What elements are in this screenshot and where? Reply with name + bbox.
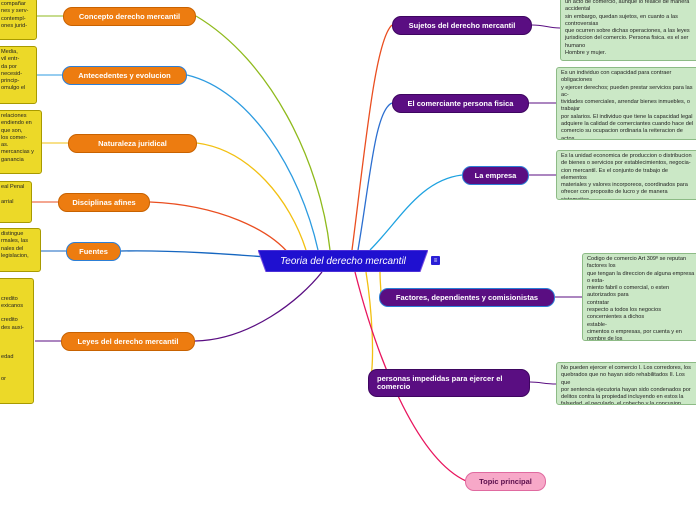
central-topic-label: Teoria del derecho mercantil — [280, 255, 406, 267]
topic-personas-impedidas[interactable]: personas impedidas para ejercer el comer… — [368, 369, 530, 397]
connector-antecedentes — [186, 74, 319, 251]
topic-antecedentes-y-evolucion[interactable]: Antecedentes y evolucion — [62, 66, 187, 85]
central-topic-shape — [258, 250, 428, 272]
note-disciplinas[interactable]: eal Penal arrial — [0, 181, 32, 223]
note-fuentes[interactable]: distingue rmales, las nales del legislac… — [0, 228, 41, 272]
note-leyes[interactable]: credito exicanos credito des auxi- edad … — [0, 278, 34, 404]
connector-leyes — [194, 271, 323, 342]
topic-leyes-del-derecho-mercantil[interactable]: Leyes del derecho mercantil — [61, 332, 195, 351]
topic-la-empresa[interactable]: La empresa — [462, 166, 529, 185]
connector-comerciante — [357, 102, 393, 251]
connector-empresa — [369, 174, 463, 251]
connector-topic-principal — [354, 271, 467, 482]
topic-sujetos-del-derecho-mercantil[interactable]: Sujetos del derecho mercantil — [392, 16, 532, 35]
note-impedidas[interactable]: No pueden ejercer el comercio I. Los cor… — [556, 362, 696, 405]
note-concepto[interactable]: compañar nes y serv- contempl- ones juri… — [0, 0, 37, 40]
topic-naturaleza-juridical[interactable]: Naturaleza juridical — [68, 134, 197, 153]
note-naturaleza[interactable]: relaciones endiendo en que son, los come… — [0, 110, 42, 174]
topic-fuentes[interactable]: Fuentes — [66, 242, 121, 261]
note-antecedentes[interactable]: Media, vil entr- da por necesid- princip… — [0, 46, 37, 104]
central-topic[interactable]: Teoria del derecho mercantil — [258, 250, 428, 272]
note-empresa[interactable]: Es la unidad economica de produccion o d… — [556, 150, 696, 200]
connector-concepto — [195, 15, 331, 251]
note-comerciante[interactable]: Es un individuo con capacidad para contr… — [556, 67, 696, 140]
note-sujetos[interactable]: un acto de comercio, aunque lo realice d… — [560, 0, 696, 61]
topic-principal[interactable]: Topic principal — [465, 472, 546, 491]
topic-concepto-derecho-mercantil[interactable]: Concepto derecho mercantil — [63, 7, 196, 26]
connector-fuentes — [120, 250, 281, 259]
note-factores[interactable]: Codigo de comercio Art 309º se reputan f… — [582, 253, 696, 341]
topic-factores-dependientes-y-comisionistas[interactable]: Factores, dependientes y comisionistas — [379, 288, 555, 307]
note-icon[interactable]: ≡ — [431, 256, 440, 265]
connector-disciplinas — [149, 201, 291, 256]
topic-el-comerciante-persona-fisica[interactable]: El comerciante persona fisica — [392, 94, 529, 113]
connector-naturaleza — [196, 142, 307, 251]
topic-disciplinas-afines[interactable]: Disciplinas afines — [58, 193, 150, 212]
connector-sujetos — [351, 24, 393, 251]
